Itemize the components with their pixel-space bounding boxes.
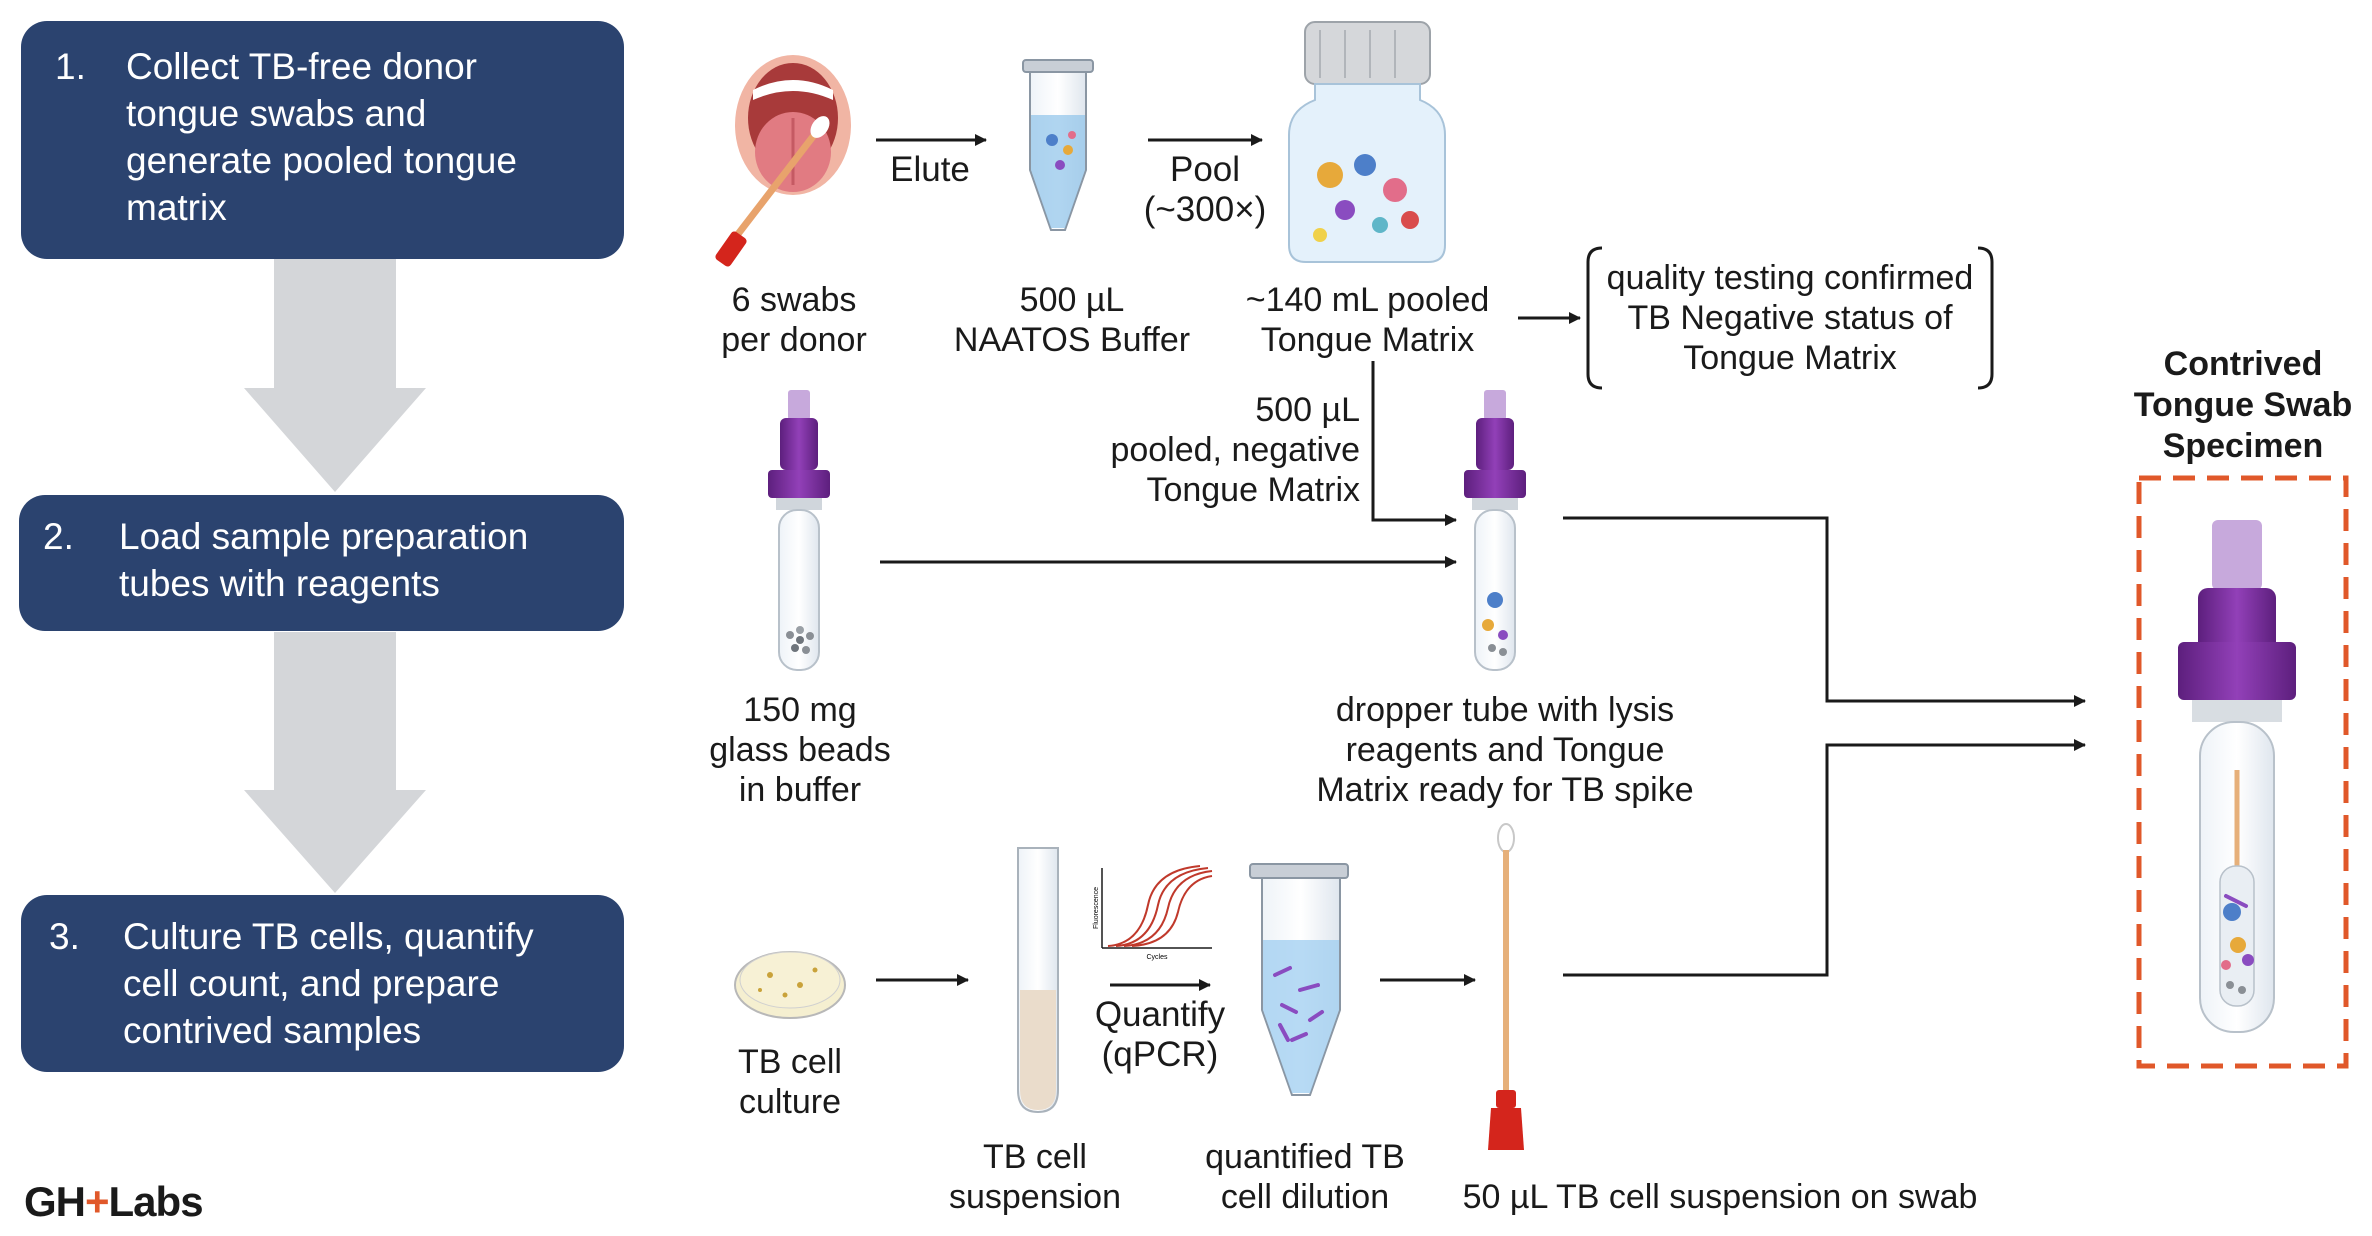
step-1-line: Collect TB-free donor bbox=[126, 46, 477, 87]
label-pool: Pool (~300×) bbox=[1130, 150, 1280, 230]
caption-glass-beads: 150 mg glass beads in buffer bbox=[700, 690, 900, 810]
qpcr-x-label: Cycles bbox=[1146, 954, 1168, 961]
test-tube-icon bbox=[1017, 847, 1059, 1114]
step-3-line: contrived samples bbox=[123, 1010, 422, 1051]
caption-line: per donor bbox=[721, 321, 867, 359]
caption-line: dropper tube with lysis bbox=[1335, 691, 1675, 729]
specimen-tube-icon bbox=[2178, 520, 2296, 1033]
caption-line: Pool bbox=[1169, 150, 1241, 189]
step-3-number: 3. bbox=[49, 916, 80, 957]
dropper-tube-icon bbox=[1464, 390, 1526, 671]
logo-text-right: Labs bbox=[108, 1178, 204, 1225]
caption-line: pooled, negative bbox=[1110, 431, 1360, 469]
step-2-number: 2. bbox=[43, 516, 74, 557]
caption-line: reagents and Tongue bbox=[1345, 731, 1665, 769]
ghlabs-logo: GH+Labs bbox=[24, 1178, 204, 1226]
label-elute: Elute bbox=[890, 150, 970, 189]
bracket-right bbox=[1977, 246, 1994, 390]
caption-line: glass beads bbox=[709, 731, 891, 769]
step-3-text: Culture TB cells, quantify cell count, a… bbox=[123, 913, 534, 1054]
step-3-box: 3. Culture TB cells, quantify cell count… bbox=[21, 895, 624, 1072]
step-1-box: 1. Collect TB-free donor tongue swabs an… bbox=[21, 21, 624, 259]
caption-negative-matrix: 500 µL pooled, negative Tongue Matrix bbox=[1100, 390, 1360, 510]
caption-dropper-tube: dropper tube with lysis reagents and Ton… bbox=[1300, 690, 1710, 810]
caption-line: quality testing confirmed bbox=[1606, 259, 1974, 297]
qpcr-y-label: Fluorescence bbox=[1093, 887, 1100, 929]
step-1-line: tongue swabs and bbox=[126, 93, 427, 134]
petri-dish-icon bbox=[734, 951, 846, 1019]
caption-line: Tongue Matrix bbox=[1683, 339, 1897, 377]
caption-swabs: 6 swabs per donor bbox=[694, 280, 894, 360]
step-1-line: matrix bbox=[126, 187, 227, 228]
result-dashed-box bbox=[2136, 475, 2349, 1069]
step-3-line: Culture TB cells, quantify bbox=[123, 916, 534, 957]
caption-line: cell dilution bbox=[1220, 1178, 1390, 1216]
bead-tube-icon bbox=[768, 390, 830, 671]
result-title-line: Specimen bbox=[2162, 427, 2324, 465]
step-2-line: Load sample preparation bbox=[119, 516, 529, 557]
result-title-line: Tongue Swab bbox=[2133, 386, 2353, 424]
caption-line: suspension bbox=[948, 1178, 1121, 1216]
step-2-text: Load sample preparation tubes with reage… bbox=[119, 513, 528, 607]
caption-line: TB Negative status of bbox=[1627, 299, 1953, 337]
bracket-left bbox=[1586, 246, 1603, 390]
caption-line: Tongue Matrix bbox=[1260, 321, 1475, 359]
step-2-line: tubes with reagents bbox=[119, 563, 440, 604]
arrow-negative-matrix bbox=[1371, 361, 1457, 526]
down-arrow-2 bbox=[244, 632, 426, 893]
caption-tb-culture: TB cell culture bbox=[700, 1042, 880, 1122]
caption-line: 150 mg bbox=[743, 691, 857, 729]
caption-line: 6 swabs bbox=[731, 281, 857, 319]
caption-line: TB cell bbox=[983, 1138, 1087, 1176]
caption-swab-suspension: 50 µL TB cell suspension on swab bbox=[1462, 1178, 1978, 1216]
caption-line: Matrix ready for TB spike bbox=[1316, 771, 1694, 809]
result-title: Contrived Tongue Swab Specimen bbox=[2130, 344, 2356, 467]
pooled-jar-icon bbox=[1288, 21, 1446, 263]
caption-line: in buffer bbox=[738, 771, 862, 809]
step-1-text: Collect TB-free donor tongue swabs and g… bbox=[126, 43, 517, 231]
step-1-number: 1. bbox=[55, 46, 86, 87]
mouth-swab-icon bbox=[715, 55, 851, 267]
logo-plus: + bbox=[85, 1178, 110, 1225]
caption-line: TB cell bbox=[738, 1043, 842, 1081]
caption-quality-testing: quality testing confirmed TB Negative st… bbox=[1600, 258, 1980, 378]
caption-line: 500 µL bbox=[1019, 281, 1125, 319]
step-3-line: cell count, and prepare bbox=[123, 963, 500, 1004]
logo-text-left: GH bbox=[24, 1178, 86, 1225]
caption-line: (qPCR) bbox=[1101, 1035, 1219, 1074]
step-1-line: generate pooled tongue bbox=[126, 140, 517, 181]
caption-line: NAATOS Buffer bbox=[953, 321, 1191, 359]
caption-line: quantified TB bbox=[1205, 1138, 1405, 1176]
down-arrow-1 bbox=[244, 259, 426, 492]
swab-icon bbox=[1488, 823, 1524, 1150]
caption-line: culture bbox=[738, 1083, 842, 1121]
caption-line: ~140 mL pooled bbox=[1245, 281, 1490, 319]
result-title-line: Contrived bbox=[2163, 345, 2323, 383]
tb-dilution-tube-icon bbox=[1249, 863, 1349, 1096]
caption-line: Tongue Matrix bbox=[1146, 471, 1360, 509]
caption-pooled-matrix: ~140 mL pooled Tongue Matrix bbox=[1235, 280, 1500, 360]
label-quantify: Quantify (qPCR) bbox=[1085, 995, 1235, 1075]
caption-tb-suspension: TB cell suspension bbox=[930, 1137, 1140, 1217]
caption-tb-dilution: quantified TB cell dilution bbox=[1185, 1137, 1425, 1217]
caption-naatos-buffer: 500 µL NAATOS Buffer bbox=[942, 280, 1202, 360]
caption-line: 500 µL bbox=[1255, 391, 1360, 429]
qpcr-chart: Fluorescence Cycles bbox=[1093, 865, 1213, 961]
conical-tube-icon bbox=[1022, 59, 1094, 231]
connector-swab bbox=[1563, 739, 2086, 977]
connector-dropper bbox=[1563, 516, 2086, 707]
caption-line: (~300×) bbox=[1143, 190, 1267, 229]
caption-line: Quantify bbox=[1094, 995, 1226, 1034]
step-2-box: 2. Load sample preparation tubes with re… bbox=[19, 495, 624, 631]
